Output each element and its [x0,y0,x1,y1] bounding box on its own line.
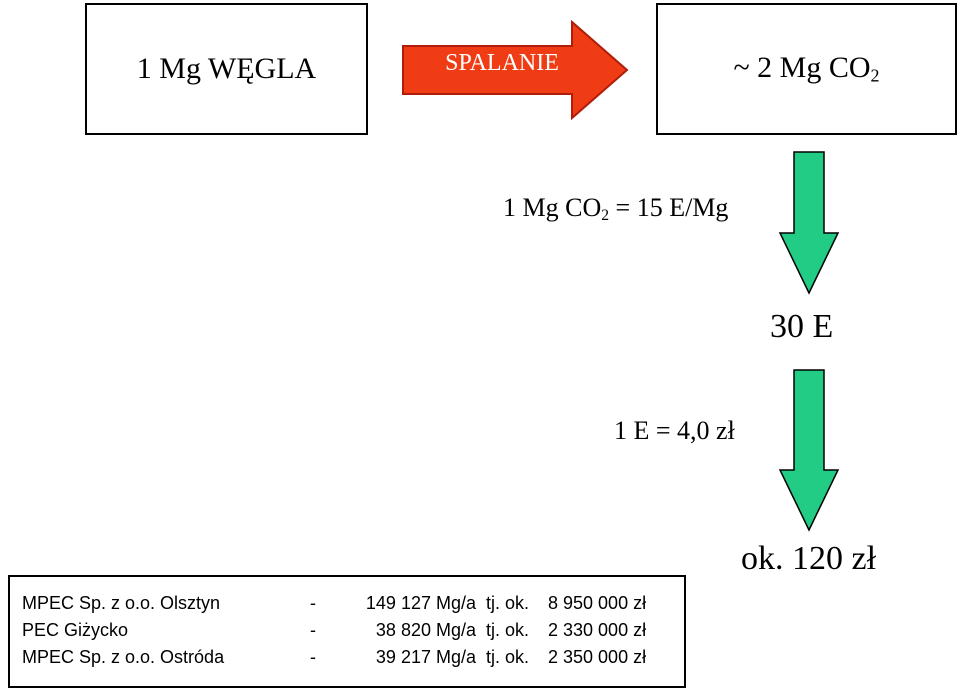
row-tj: tj. ok. [486,620,530,640]
emissions-table: MPEC Sp. z o.o. Olsztyn - 149 127 Mg/a t… [8,575,686,688]
co2-price-subscript: 2 [601,206,610,224]
row-cost: 2 330 000 zł [548,620,647,640]
table-row: MPEC Sp. z o.o. Ostróda - 39 217 Mg/a tj… [10,647,684,673]
row-dash: - [310,593,316,613]
row-cost: 8 950 000 zł [548,593,647,613]
exchange-rate-equation: 1 E = 4,0 zł [614,416,735,445]
spalanie-label: SPALANIE [445,50,559,76]
row-tj: tj. ok. [486,593,530,613]
row-tj: tj. ok. [486,647,530,667]
down-arrow-top-shape [778,151,840,295]
co2-box-prefix: ~ 2 Mg CO [733,51,871,85]
table-row: MPEC Sp. z o.o. Olsztyn - 149 127 Mg/a t… [10,593,684,619]
coal-box: 1 Mg WĘGLA [85,3,368,135]
row-mass: 39 217 Mg/a [375,647,476,667]
co2-box-subscript: 2 [870,65,880,86]
coal-box-label: 1 Mg WĘGLA [136,52,317,85]
row-dash: - [310,620,316,640]
row-cost: 2 350 000 zł [548,647,647,667]
co2-price-equation: 1 Mg CO2 = 15 E/Mg [503,193,728,225]
row-name: MPEC Sp. z o.o. Ostróda [22,647,225,667]
row-name: MPEC Sp. z o.o. Olsztyn [22,593,221,613]
table-row: PEC Giżycko - 38 820 Mg/a tj. ok. 2 330 … [10,620,684,646]
row-mass: 149 127 Mg/a [365,593,476,613]
result-pln: ok. 120 zł [741,540,877,577]
row-mass: 38 820 Mg/a [375,620,476,640]
co2-price-prefix: 1 Mg CO [503,193,602,222]
co2-price-suffix: = 15 E/Mg [609,193,729,222]
row-name: PEC Giżycko [22,620,129,640]
spalanie-arrow-shape [402,19,629,121]
result-euro: 30 E [770,308,834,345]
down-arrow-bottom-shape [778,369,840,532]
row-dash: - [310,647,316,667]
co2-box-label: ~ 2 Mg CO2 [733,51,879,87]
co2-box: ~ 2 Mg CO2 [656,3,957,135]
